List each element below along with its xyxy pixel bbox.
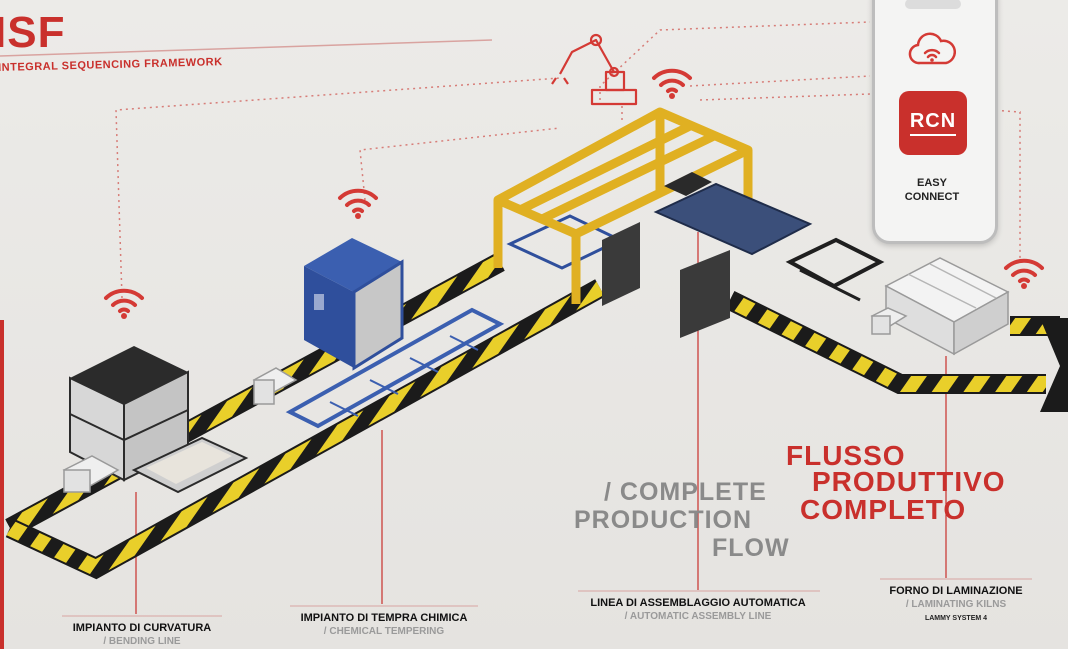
easy-connect-line2: CONNECT — [904, 191, 960, 203]
flow-title-it-1: FLUSSO — [786, 440, 906, 471]
flow-arrowhead — [1040, 318, 1068, 412]
wifi-icon — [652, 68, 692, 101]
label-leaders — [135, 232, 947, 614]
bending-machine — [62, 346, 249, 494]
network-lines — [115, 21, 1021, 299]
station-label-tempering: IMPIANTO DI TEMPRA CHIMICA / CHEMICAL TE… — [300, 612, 468, 637]
laminating-kiln — [870, 257, 1010, 356]
cloud-wifi-icon — [908, 32, 956, 65]
rcn-logo: RCN — [899, 91, 967, 155]
wifi-icon — [338, 188, 378, 221]
easy-connect-line1: EASY — [917, 177, 947, 189]
station-label-assembly: LINEA DI ASSEMBLAGGIO AUTOMATICA / AUTOM… — [590, 597, 806, 622]
assembly-line — [493, 107, 885, 338]
wifi-icon — [1004, 258, 1044, 291]
station-label-bending: IMPIANTO DI CURVATURA / BENDING LINE — [72, 622, 212, 647]
flow-title-it-3: COMPLETO — [800, 494, 967, 525]
brand-title: ISF — [0, 8, 66, 57]
easy-connect-phone: RCN EASY CONNECT — [872, 0, 998, 244]
left-accent-bar — [0, 320, 4, 649]
label-underlines — [62, 578, 1032, 617]
brand-underline — [0, 39, 493, 57]
phone-notch — [905, 0, 961, 9]
station-label-kilns: FORNO DI LAMINAZIONE / LAMINATING KILNS … — [889, 585, 1023, 622]
tempering-machine — [252, 238, 505, 429]
flow-title-en-3: FLOW — [712, 534, 790, 562]
flow-title-it-2: PRODUTTIVO — [812, 466, 1006, 497]
flow-title-en-1: / COMPLETE — [604, 478, 767, 506]
flow-title-en-2: PRODUCTION — [574, 506, 753, 534]
robot-arm-icon — [551, 33, 638, 106]
wifi-icon — [104, 288, 144, 321]
